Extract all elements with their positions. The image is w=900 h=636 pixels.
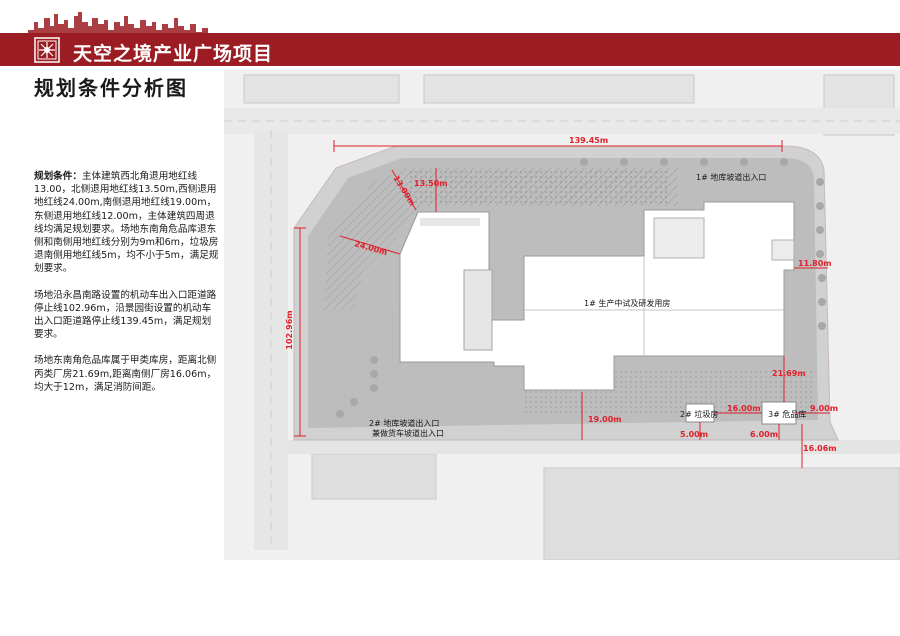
notes-setbacks-text: 主体建筑西北角退用地红线13.00，北侧退用地红线13.50m,西侧退用地红线2… <box>34 171 219 275</box>
context-block-nw <box>243 74 400 104</box>
paving-west <box>322 310 402 420</box>
label-hazardous-storage: 3# 危品库 <box>768 409 806 419</box>
dim-label-garbage-south: 5.00m <box>680 430 708 439</box>
dim-line-west <box>339 235 401 255</box>
label-garbage-room: 2# 垃圾房 <box>680 409 718 419</box>
dim-label-north-entrance: 139.45m <box>569 136 608 145</box>
dim-label-storage-south: 6.00m <box>750 430 778 439</box>
page-title: 规划条件分析图 <box>34 76 188 100</box>
building-1-wing-east <box>653 217 705 259</box>
notes-paragraph-fire-spacing: 场地东南角危品库属于甲类库房，距离北侧丙类厂房21.69m,距离南侧厂房16.0… <box>34 355 217 393</box>
dim-label-garbage-storage: 16.00m <box>727 404 761 413</box>
building-1-wing-north <box>420 218 480 226</box>
context-block-n <box>423 74 695 104</box>
context-plant-sw <box>311 453 437 500</box>
dim-label-south-plant: 16.06m <box>803 444 837 453</box>
company-logo <box>34 37 60 63</box>
dim-label-south: 19.00m <box>588 415 622 424</box>
planning-notes: 规划条件：主体建筑西北角退用地红线13.00，北侧退用地红线13.50m,西侧退… <box>34 170 220 407</box>
notes-label: 规划条件： <box>34 171 82 182</box>
paving-north <box>410 170 670 206</box>
label-ramp-2-truck: 兼做货车坡道出入口 <box>372 428 444 438</box>
project-title: 天空之境产业广场项目 <box>73 43 274 65</box>
notes-paragraph-entrances: 场地沿永昌南路设置的机动车出入口距道路停止线102.96m，沿景园街设置的机动车… <box>34 289 217 341</box>
site-plan: 139.45m 102.96m 13.00m 13.50m 24.00m 11.… <box>224 70 900 560</box>
road-south <box>288 440 900 454</box>
dim-label-west-entrance: 102.96m <box>285 310 294 349</box>
building-1-core <box>463 269 493 351</box>
dim-label-north-plant: 21.69m <box>772 369 806 378</box>
label-building-1: 1# 生产中试及研发用房 <box>584 298 670 308</box>
dim-label-north: 13.50m <box>414 179 448 188</box>
dim-line-nw-corner <box>391 169 417 211</box>
label-ramp-1: 1# 地库坡道出入口 <box>696 172 766 182</box>
skyline-decoration <box>28 12 208 38</box>
trees <box>336 158 826 418</box>
dim-label-east: 11.80m <box>798 259 832 268</box>
context-plant-south <box>543 467 900 560</box>
dim-label-storage-east: 9.00m <box>810 404 838 413</box>
label-ramp-2: 2# 地库坡道出入口 <box>369 418 439 428</box>
title-banner <box>0 33 900 66</box>
building-1-stair-east <box>771 239 795 261</box>
notes-paragraph-setbacks: 规划条件：主体建筑西北角退用地红线13.00，北侧退用地红线13.50m,西侧退… <box>34 170 220 276</box>
